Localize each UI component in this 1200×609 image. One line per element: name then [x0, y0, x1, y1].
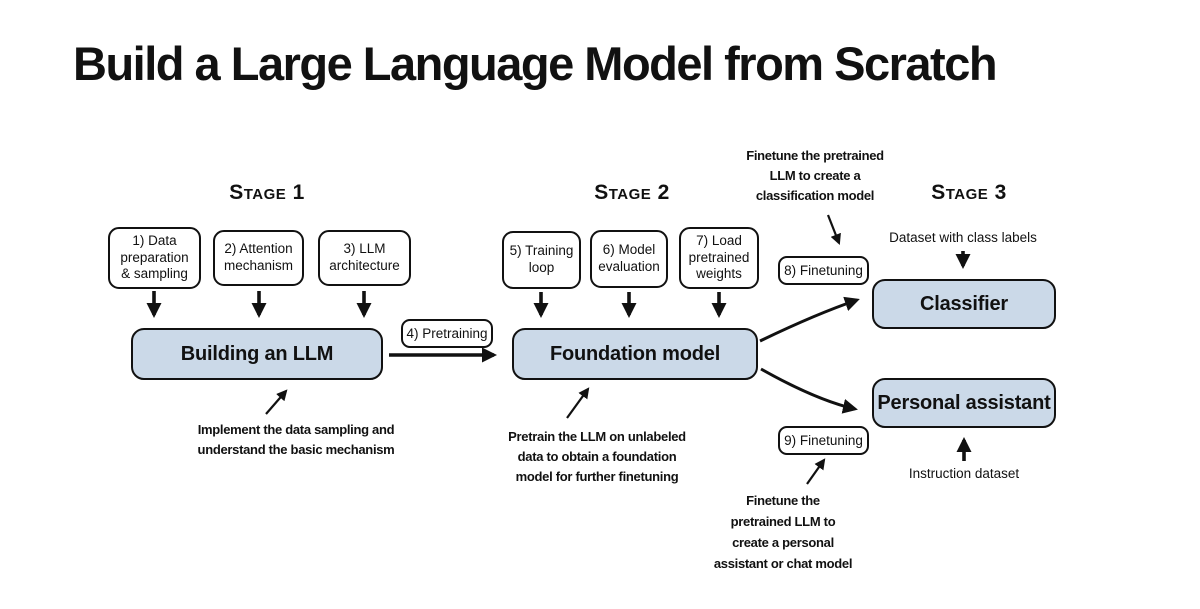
classifier-box: Classifier — [872, 279, 1056, 329]
finetuning-9-pill: 9) Finetuning — [778, 426, 869, 455]
arrow-foundation-to-personal-assistant — [760, 367, 858, 414]
foundation-model-box: Foundation model — [512, 328, 758, 380]
stage-2-heading: Stage 2 — [594, 181, 670, 204]
annotation-finetune-classification: Finetune the pretrained LLM to create a … — [746, 148, 884, 203]
page-title: Build a Large Language Model from Scratc… — [73, 37, 998, 90]
step-box-load-pretrained-weights: 7) Load pretrained weights — [679, 227, 759, 289]
building-an-llm-box: Building an LLM — [131, 328, 383, 380]
arrow-annotation-finetune-assistant — [806, 458, 826, 485]
step-box-llm-architecture: 3) LLM architecture — [318, 230, 411, 286]
instruction-dataset-text: Instruction dataset — [908, 466, 1020, 481]
annotation-implement-sampling: Implement the data sampling and understa… — [197, 422, 395, 457]
personal-assistant-box: Personal assistant — [872, 378, 1056, 428]
dataset-class-labels-text: Dataset with class labels — [889, 230, 1037, 245]
step-box-attention-mechanism: 2) Attention mechanism — [213, 230, 304, 286]
annotation-pretrain-unlabeled: Pretrain the LLM on unlabeled data to ob… — [508, 429, 686, 484]
finetuning-8-pill: 8) Finetuning — [778, 256, 869, 285]
step-box-data-preparation: 1) Data preparation & sampling — [108, 227, 201, 289]
step-box-model-evaluation: 6) Model evaluation — [590, 230, 668, 288]
step-box-training-loop: 5) Training loop — [502, 231, 581, 289]
arrow-annotation-finetune-classification — [826, 214, 841, 246]
arrow-annotation-pretrain-unlabeled — [566, 387, 590, 419]
arrow-foundation-to-classifier — [759, 296, 860, 343]
pretraining-pill: 4) Pretraining — [401, 319, 493, 348]
arrow-annotation-implement-sampling — [265, 389, 288, 415]
annotation-finetune-assistant: Finetune the pretrained LLM to create a … — [713, 493, 853, 571]
stage-1-heading: Stage 1 — [229, 181, 305, 204]
stage-3-heading: Stage 3 — [931, 181, 1007, 204]
